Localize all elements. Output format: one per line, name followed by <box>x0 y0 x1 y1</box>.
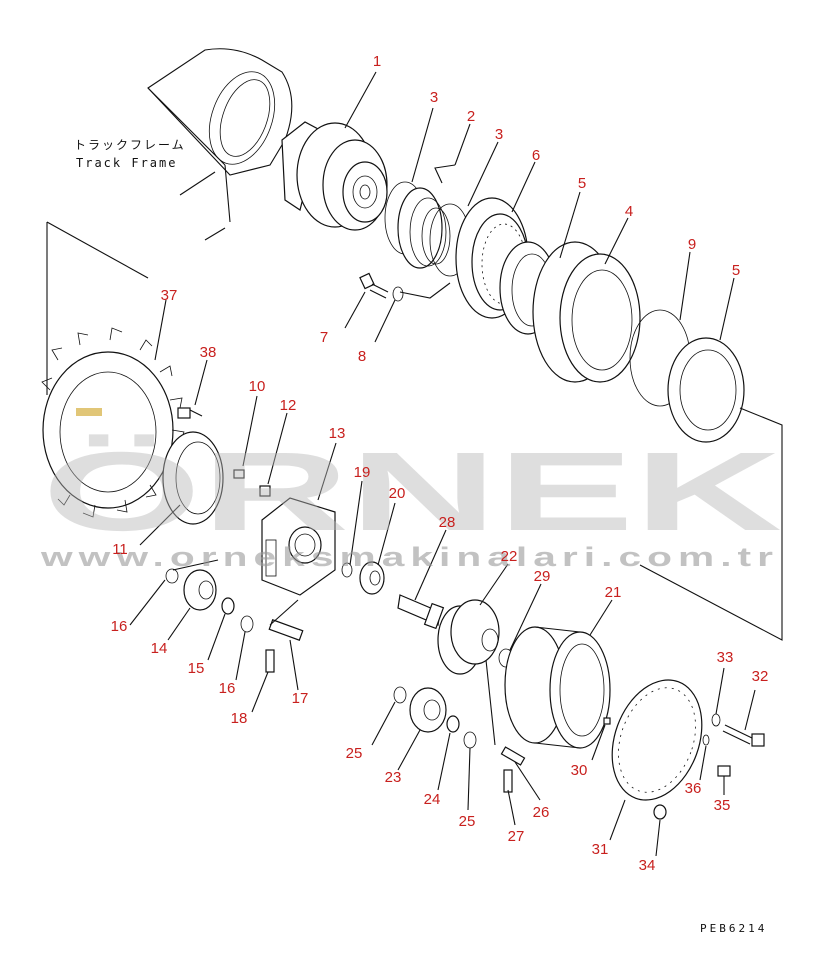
shaft-17 <box>268 619 304 641</box>
callout-22: 22 <box>501 548 518 565</box>
plug-30 <box>603 717 611 725</box>
bolt-32 <box>722 724 765 747</box>
drawing-code: PEB6214 <box>700 922 767 935</box>
o-ring-36 <box>702 734 710 746</box>
bearing-5b <box>667 337 745 443</box>
callout-16: 16 <box>219 680 236 697</box>
floating-seal-2 <box>397 187 451 269</box>
callout-14: 14 <box>151 640 168 657</box>
needle-bearing-15 <box>221 597 235 615</box>
gear-20 <box>359 561 385 595</box>
callout-7: 7 <box>320 329 328 346</box>
bolt-38 <box>177 407 203 419</box>
callout-3: 3 <box>430 89 438 106</box>
watermark-accent-bar-left <box>76 408 102 416</box>
bolt-7 <box>359 272 389 299</box>
carrier-13 <box>261 497 336 596</box>
callout-9: 9 <box>688 236 696 253</box>
callout-34: 34 <box>639 857 656 874</box>
callout-16: 16 <box>111 618 128 635</box>
callout-25: 25 <box>459 813 476 830</box>
callout-35: 35 <box>714 797 731 814</box>
callout-17: 17 <box>292 690 309 707</box>
thrust-washer-25a <box>393 686 407 704</box>
callout-2: 2 <box>467 108 475 125</box>
washer-8 <box>392 286 404 302</box>
pin-27 <box>503 769 513 793</box>
sun-shaft-28 <box>397 594 445 630</box>
washer-33 <box>711 713 721 727</box>
watermark-url: www.orneksmakinalari.com.tr <box>39 542 779 572</box>
cover-31 <box>611 679 703 801</box>
callout-21: 21 <box>605 584 622 601</box>
callout-28: 28 <box>439 514 456 531</box>
callout-13: 13 <box>329 425 346 442</box>
travel-motor <box>281 121 388 231</box>
callout-19: 19 <box>354 464 371 481</box>
callout-10: 10 <box>249 378 266 395</box>
watermark-brand: ÖRNEK <box>42 429 782 554</box>
thrust-washer-16a <box>165 568 179 584</box>
callout-8: 8 <box>358 348 366 365</box>
callout-29: 29 <box>534 568 551 585</box>
shaft-26 <box>500 746 526 766</box>
needle-bearing-24 <box>446 715 460 733</box>
callout-23: 23 <box>385 769 402 786</box>
callout-15: 15 <box>188 660 205 677</box>
callout-5: 5 <box>732 262 740 279</box>
watermark: ÖRNEK www.orneksmakinalari.com.tr <box>39 408 782 572</box>
plug-12 <box>259 485 271 497</box>
callout-5: 5 <box>578 175 586 192</box>
callout-12: 12 <box>280 397 297 414</box>
callout-24: 24 <box>424 791 441 808</box>
callout-3: 3 <box>495 126 503 143</box>
frame-label-en: Track Frame <box>76 156 177 170</box>
leader-lines <box>46 71 783 857</box>
callout-36: 36 <box>685 780 702 797</box>
callout-11: 11 <box>112 541 128 558</box>
callout-6: 6 <box>532 147 540 164</box>
pin-18 <box>265 649 275 673</box>
thrust-washer-19 <box>341 562 353 578</box>
planet-gear-14 <box>183 569 217 611</box>
callout-32: 32 <box>752 668 769 685</box>
callouts: 1 3 2 3 6 5 4 9 5 7 8 37 38 10 12 13 19 … <box>111 53 769 874</box>
callout-31: 31 <box>592 841 609 858</box>
ring-gear-21 <box>504 626 611 749</box>
plug-35 <box>717 765 731 777</box>
callout-1: 1 <box>373 53 381 70</box>
callout-25: 25 <box>346 745 363 762</box>
sprocket-37 <box>41 327 185 518</box>
callout-27: 27 <box>508 828 525 845</box>
callout-4: 4 <box>625 203 633 220</box>
callout-37: 37 <box>161 287 178 304</box>
frame-label-jp: トラックフレーム <box>74 138 186 152</box>
callout-18: 18 <box>231 710 248 727</box>
callout-30: 30 <box>571 762 588 779</box>
thrust-washer-25b <box>463 731 477 749</box>
callout-38: 38 <box>200 344 217 361</box>
callout-26: 26 <box>533 804 550 821</box>
thrust-washer-16b <box>240 615 254 633</box>
hub-4 <box>532 241 641 383</box>
callout-20: 20 <box>389 485 406 502</box>
carrier-22 <box>437 599 500 675</box>
cover-ring-11 <box>162 431 224 525</box>
planet-gear-23 <box>409 687 447 733</box>
plug-34 <box>653 804 667 820</box>
callout-33: 33 <box>717 649 734 666</box>
plug-10 <box>233 469 245 479</box>
